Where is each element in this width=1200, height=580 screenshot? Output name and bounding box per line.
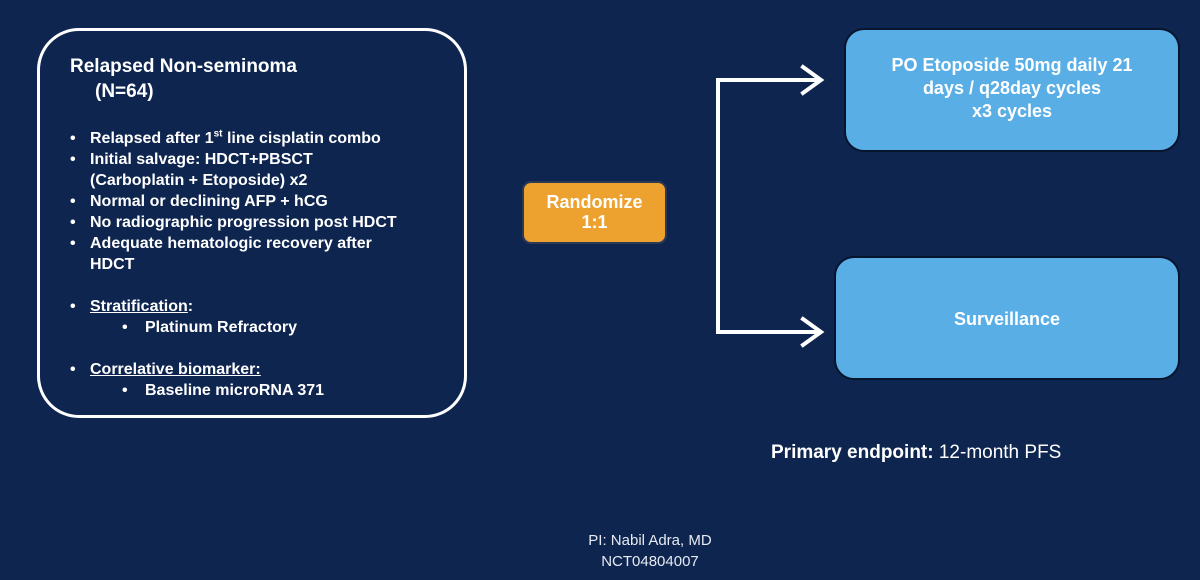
criterion-text: Relapsed after 1 — [90, 130, 214, 147]
criterion-initial-salvage: • Initial salvage: HDCT+PBSCT (Carboplat… — [70, 149, 460, 191]
criterion-text: line cisplatin combo — [222, 130, 381, 147]
bullet-glyph: • — [70, 130, 76, 147]
bullet-glyph: • — [70, 214, 76, 231]
bullet-glyph: • — [70, 151, 76, 168]
randomize-box: Randomize 1:1 — [522, 181, 667, 244]
eligibility-box: Relapsed Non-seminoma (N=64) • Relapsed … — [37, 28, 467, 418]
randomize-label: Randomize — [546, 192, 643, 212]
etoposide-line: x3 cycles — [971, 101, 1053, 121]
criterion-text: No radiographic progression post HDCT — [90, 214, 397, 231]
branch-connector — [716, 78, 818, 334]
biomarker-item-text: Baseline microRNA 371 — [145, 382, 325, 399]
etoposide-line: days / q28day cycles — [922, 78, 1102, 98]
bullet-glyph: • — [122, 382, 128, 399]
criterion-text: Initial salvage: HDCT+PBSCT — [90, 151, 313, 168]
endpoint-value: 12-month PFS — [933, 442, 1062, 463]
stratification-item-text: Platinum Refractory — [145, 319, 298, 336]
criterion-text: Normal or declining AFP + hCG — [90, 193, 328, 210]
arrow-head-etoposide — [800, 64, 825, 96]
biomarker-item: • Baseline microRNA 371 — [70, 380, 460, 401]
biomarker-heading: • Correlative biomarker: — [70, 359, 460, 380]
biomarker-label: Correlative biomarker: — [90, 361, 261, 378]
arm-etoposide: PO Etoposide 50mg daily 21 days / q28day… — [844, 28, 1180, 152]
criterion-text: HDCT — [90, 256, 135, 273]
criterion-prior-cisplatin: • Relapsed after 1st line cisplatin comb… — [70, 128, 460, 149]
surveillance-label: Surveillance — [953, 309, 1061, 329]
endpoint-label: Primary endpoint: — [771, 442, 934, 463]
trial-id: NCT04804007 — [601, 553, 699, 570]
eligibility-title: Relapsed Non-seminoma — [70, 56, 297, 77]
etoposide-line: PO Etoposide 50mg daily 21 — [891, 55, 1133, 75]
criterion-markers: • Normal or declining AFP + hCG — [70, 191, 460, 212]
bullet-glyph: • — [70, 298, 76, 315]
eligibility-criteria-list: • Relapsed after 1st line cisplatin comb… — [70, 128, 460, 401]
stratification-label: Stratification — [90, 298, 188, 315]
footer-credits: PI: Nabil Adra, MD NCT04804007 — [520, 530, 780, 572]
criterion-superscript: st — [213, 128, 223, 140]
randomize-ratio: 1:1 — [581, 212, 608, 232]
bullet-glyph: • — [70, 361, 76, 378]
criterion-hematologic-recovery: • Adequate hematologic recovery after HD… — [70, 233, 460, 275]
principal-investigator: PI: Nabil Adra, MD — [588, 532, 712, 549]
criterion-no-progression: • No radiographic progression post HDCT — [70, 212, 460, 233]
bullet-glyph: • — [70, 193, 76, 210]
bullet-glyph: • — [122, 319, 128, 336]
stratification-colon: : — [187, 298, 194, 315]
stratification-item: • Platinum Refractory — [70, 317, 460, 338]
arm-surveillance: Surveillance — [834, 256, 1180, 380]
arrow-head-surveillance — [800, 316, 825, 348]
sample-size: (N=64) — [95, 81, 154, 102]
bullet-glyph: • — [70, 235, 76, 252]
criterion-text: Adequate hematologic recovery after — [90, 235, 372, 252]
stratification-heading: • Stratification: — [70, 296, 460, 317]
primary-endpoint: Primary endpoint: 12-month PFS — [771, 441, 1061, 465]
criterion-text: (Carboplatin + Etoposide) x2 — [90, 172, 308, 189]
